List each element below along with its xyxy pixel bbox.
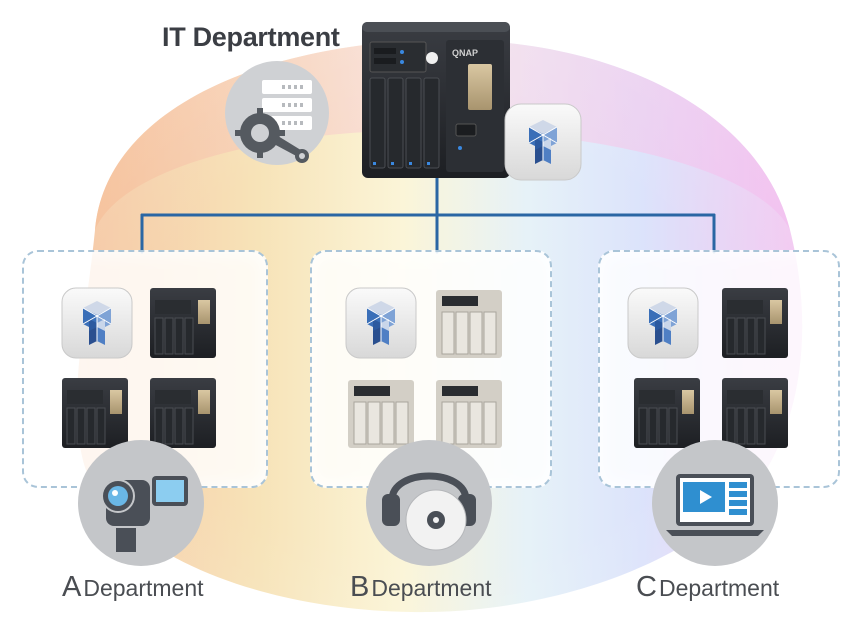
nas-black-device bbox=[62, 378, 128, 448]
department-a-label: ADepartment bbox=[62, 571, 204, 604]
nas-black-device bbox=[722, 378, 788, 448]
nas-server-main: QNAP bbox=[362, 22, 510, 178]
it-department-title: IT Department bbox=[162, 22, 340, 52]
department-c-devices bbox=[627, 287, 788, 448]
camcorder-icon bbox=[78, 440, 204, 566]
nas-brand-label: QNAP bbox=[452, 48, 478, 58]
department-b-panel bbox=[310, 250, 552, 488]
department-a-devices bbox=[61, 287, 216, 448]
department-c-label: CDepartment bbox=[636, 571, 779, 604]
department-b-label: BDepartment bbox=[350, 571, 492, 604]
virtualization-cube-icon bbox=[504, 103, 582, 181]
department-letter: B bbox=[350, 571, 370, 603]
nas-black-device bbox=[150, 378, 216, 448]
department-letter: A bbox=[62, 571, 82, 603]
headphones-disc-icon bbox=[366, 440, 492, 566]
laptop-video-icon bbox=[652, 440, 778, 566]
nas-black-device bbox=[150, 288, 216, 358]
nas-black-device bbox=[634, 378, 700, 448]
nas-silver-device bbox=[436, 290, 502, 358]
department-word: Department bbox=[658, 575, 780, 601]
department-word: Department bbox=[371, 575, 492, 601]
nas-black-device bbox=[722, 288, 788, 358]
server-maintenance-icon bbox=[225, 61, 329, 165]
department-letter: C bbox=[636, 571, 657, 603]
nas-silver-device bbox=[436, 380, 502, 448]
department-b-devices bbox=[345, 287, 502, 448]
nas-silver-device bbox=[348, 380, 414, 448]
department-word: Department bbox=[83, 575, 204, 601]
